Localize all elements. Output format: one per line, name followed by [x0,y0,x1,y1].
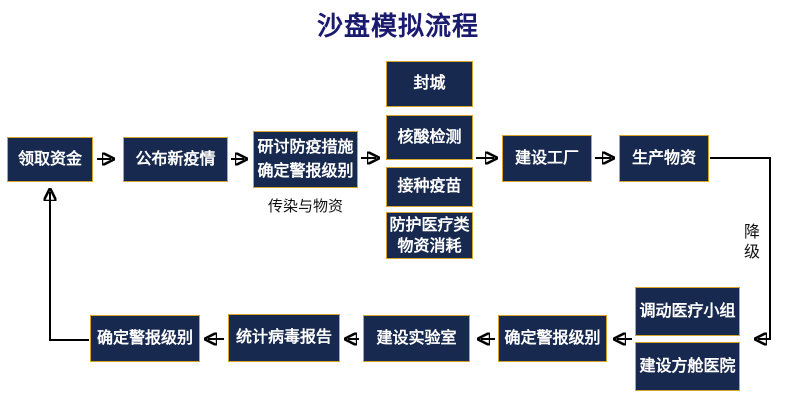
node-build-factory: 建设工厂 [502,135,592,182]
node-label: 接种疫苗 [397,178,462,195]
node-label-line1: 防护医疗类 [389,216,470,234]
node-label: 领取资金 [17,150,82,168]
node-label: 建设工厂 [514,149,579,167]
node-label-line2: 物资消耗 [397,237,462,255]
node-set-alert-right: 确定警报级别 [498,315,607,362]
page-title: 沙盘模拟流程 [316,11,479,41]
node-cabin-hospital: 建设方舱医院 [635,342,740,391]
node-label: 统计病毒报告 [235,329,332,346]
caption-downgrade: 降级 [743,224,760,261]
node-produce-supplies: 生产物资 [619,135,709,182]
arrow-loop-to-receive-funds [50,192,89,341]
node-label: 生产物资 [631,149,696,167]
node-label: 公布新疫情 [135,150,216,168]
node-label: 确定警报级别 [504,329,601,347]
node-lockdown: 封城 [386,61,473,107]
node-label: 核酸检测 [397,128,462,146]
node-discuss-measures: 研讨防疫措施 确定警报级别 [253,131,358,188]
caption-infection-supplies: 传染与物资 [267,198,343,215]
node-label-line1: 研讨防疫措施 [257,138,354,156]
node-announce-epidemic: 公布新疫情 [123,137,228,182]
node-label: 建设方舱医院 [639,357,736,375]
node-build-lab: 建设实验室 [363,315,470,362]
node-label: 调动医疗小组 [639,302,736,320]
node-dispatch-medical: 调动医疗小组 [635,287,740,336]
node-set-alert-left: 确定警报级别 [90,315,200,362]
node-virus-report: 统计病毒报告 [228,314,340,362]
node-label: 建设实验室 [376,329,457,347]
node-medical-consume: 防护医疗类 物资消耗 [386,212,473,259]
node-nucleic-test: 核酸检测 [386,115,473,160]
node-label: 封城 [413,75,446,92]
node-vaccinate: 接种疫苗 [386,167,473,207]
node-label: 确定警报级别 [96,329,193,347]
node-label-line2: 确定警报级别 [257,162,354,180]
node-receive-funds: 领取资金 [7,137,93,182]
